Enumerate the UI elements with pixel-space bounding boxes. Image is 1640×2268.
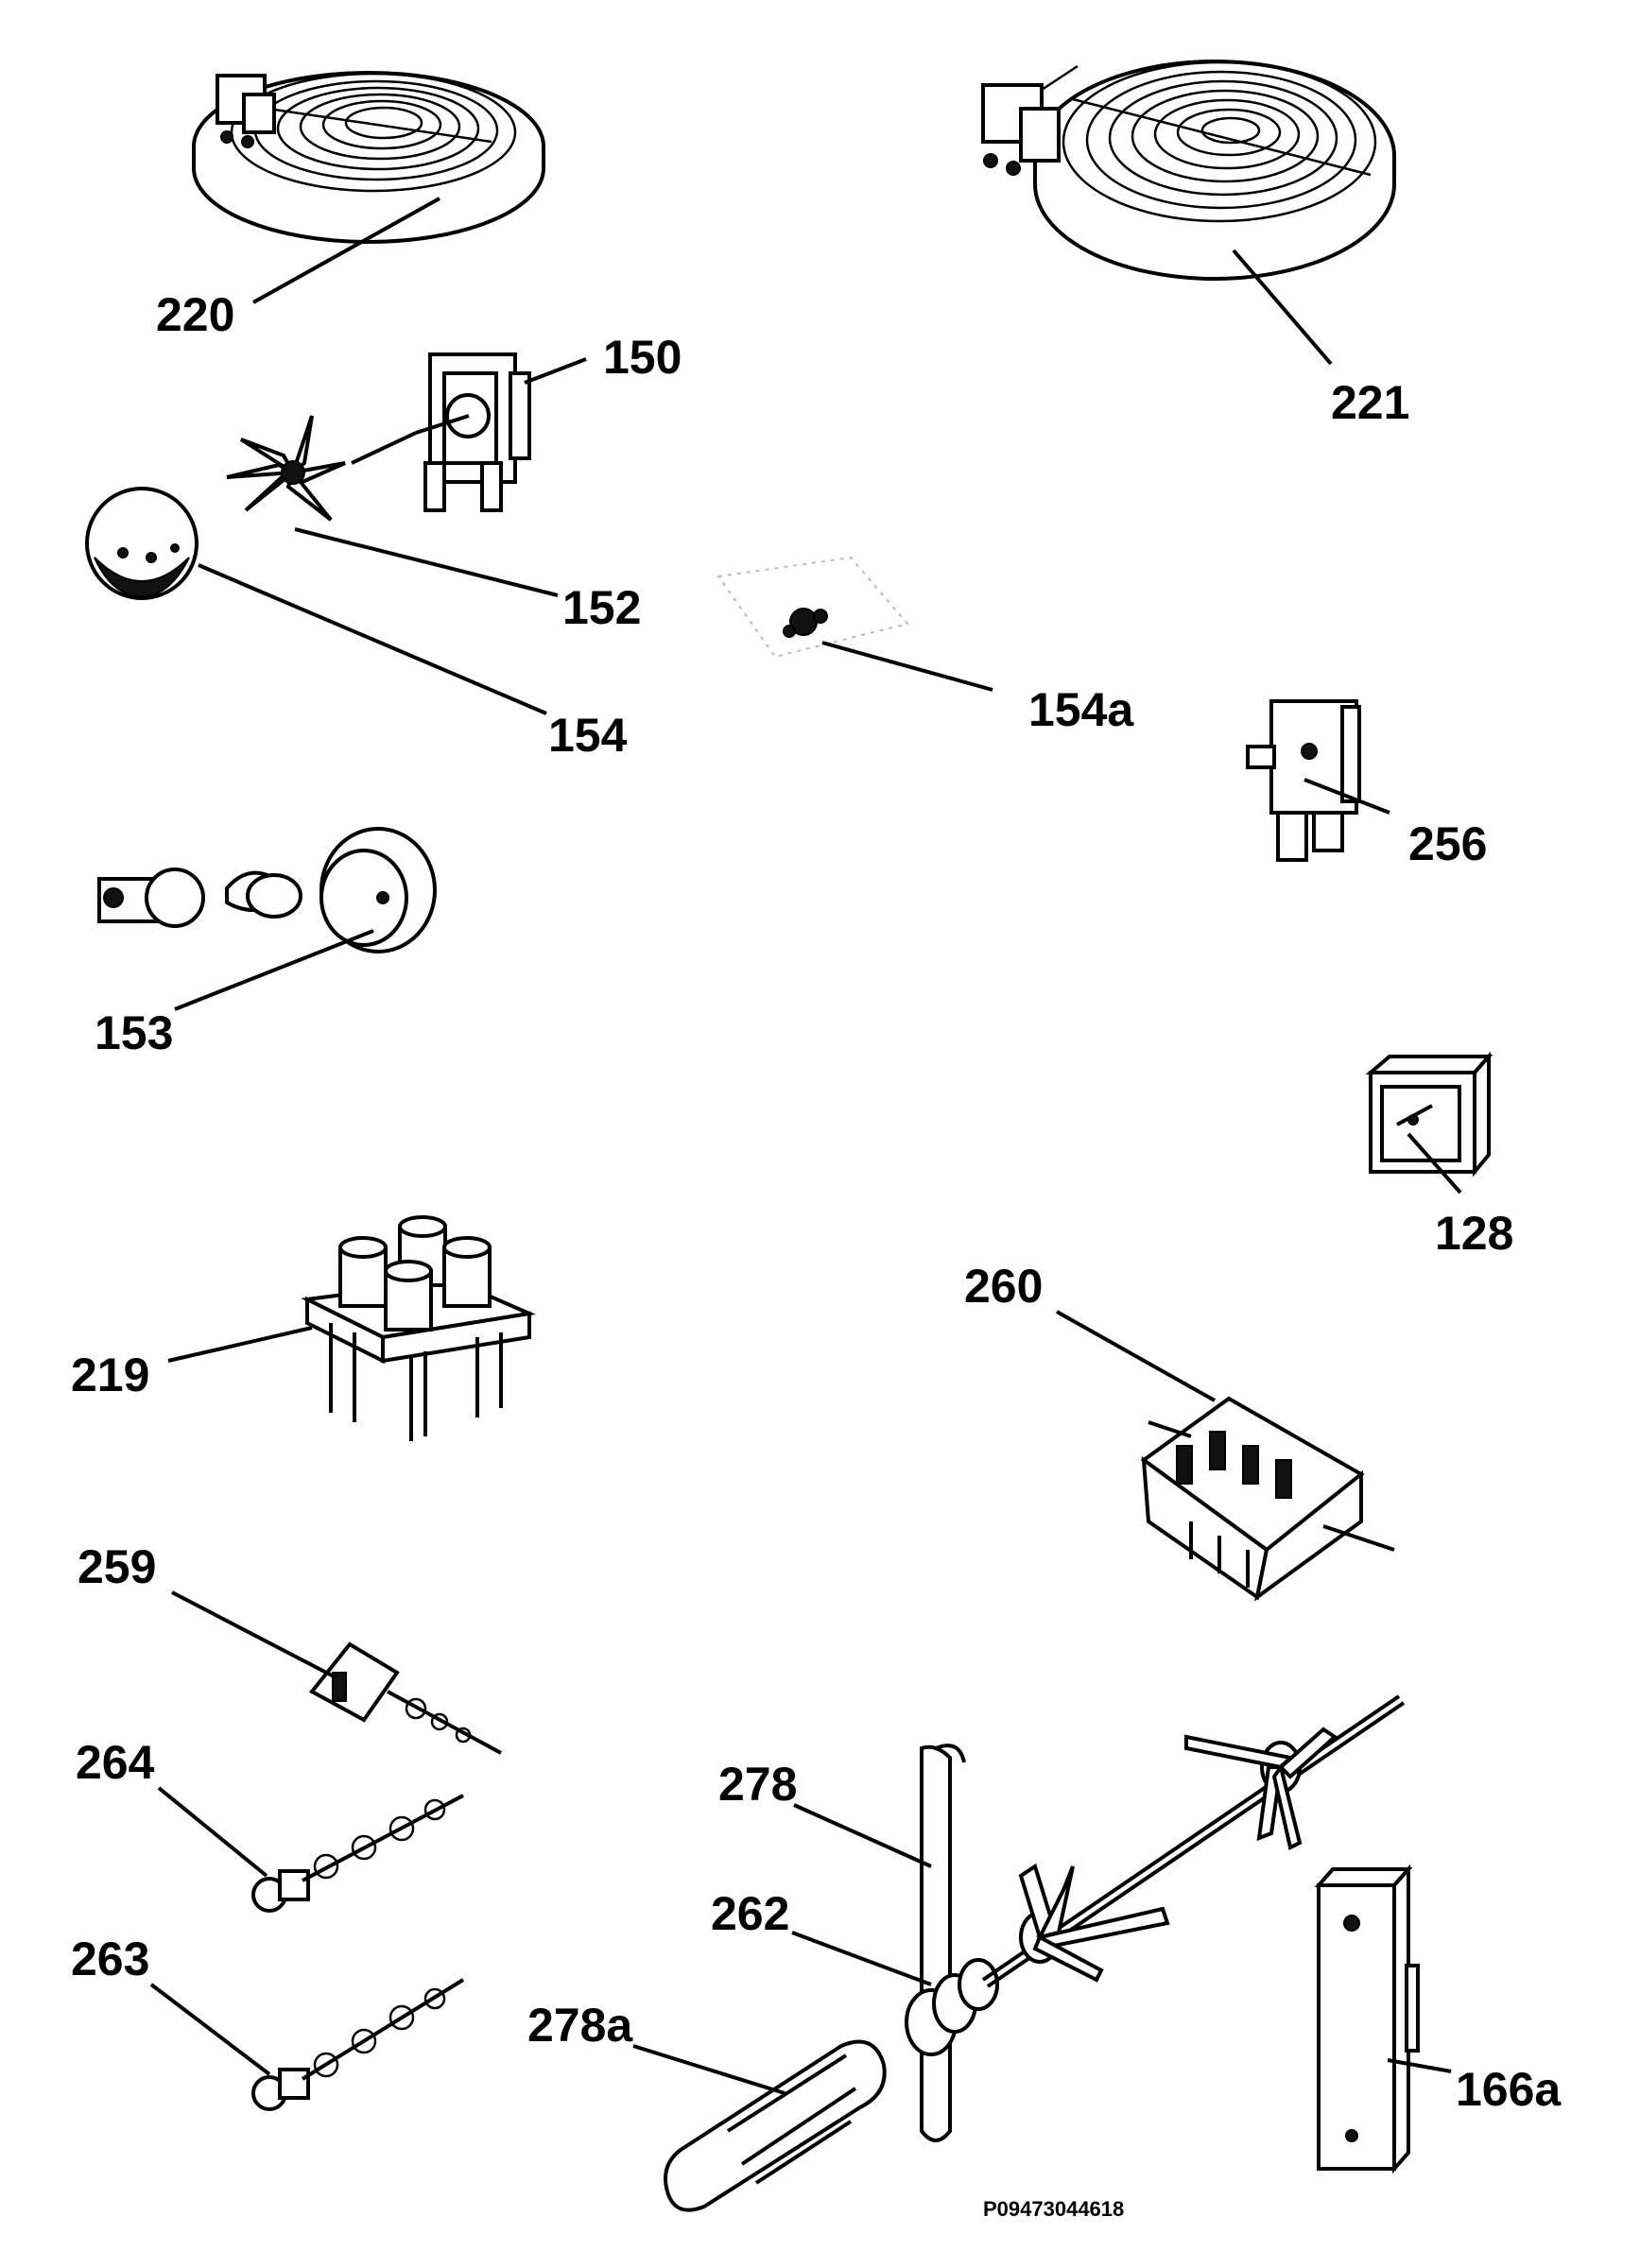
leader-264 — [157, 1786, 268, 1878]
part-221-large-hotplate — [981, 60, 1396, 281]
label-260: 260 — [964, 1260, 1043, 1313]
leader-154a — [821, 641, 993, 692]
label-221: 221 — [1331, 376, 1409, 429]
label-264: 264 — [76, 1736, 155, 1789]
part-256-thermostat — [1246, 699, 1361, 862]
label-278a: 278a — [527, 1999, 633, 2052]
part-263-energy-regulator — [251, 1978, 465, 2111]
leader-260 — [1056, 1310, 1216, 1402]
label-154a: 154a — [1028, 683, 1134, 736]
label-150: 150 — [603, 331, 682, 384]
part-262-rotisserie-spit — [905, 1694, 1406, 2056]
label-263: 263 — [71, 1933, 149, 1985]
leader-259 — [171, 1590, 337, 1679]
leader-152 — [294, 527, 559, 597]
part-219-indicator-block — [301, 1215, 537, 1441]
part-154a-gasket — [716, 556, 909, 659]
label-152: 152 — [562, 581, 641, 634]
label-220: 220 — [156, 288, 234, 341]
part-259-energy-regulator — [308, 1641, 502, 1755]
leader-153 — [174, 929, 374, 1011]
label-259: 259 — [78, 1540, 156, 1593]
leader-262 — [791, 1931, 932, 1986]
label-278: 278 — [718, 1758, 797, 1811]
part-128-timer-switch — [1365, 1051, 1493, 1177]
part-278a-rotisserie-handle — [664, 2039, 887, 2212]
label-166a: 166a — [1456, 2063, 1562, 2116]
part-260-selector-switch — [1140, 1396, 1395, 1602]
leader-166a — [1387, 2058, 1452, 2073]
leader-263 — [149, 1983, 271, 2076]
leader-278 — [793, 1803, 932, 1868]
leader-220 — [252, 197, 440, 304]
part-264-energy-regulator — [251, 1794, 464, 1913]
part-152-fan-blade — [226, 415, 346, 522]
label-154: 154 — [548, 709, 628, 762]
leader-278a — [632, 2044, 785, 2095]
leader-221 — [1232, 249, 1333, 366]
label-256: 256 — [1408, 817, 1487, 870]
label-153: 153 — [95, 1006, 173, 1059]
leader-154 — [198, 563, 547, 715]
label-128: 128 — [1435, 1207, 1513, 1260]
part-278-rotisserie-bracket — [920, 1744, 966, 2142]
part-150-fan-motor — [351, 352, 531, 512]
leader-128 — [1407, 1132, 1462, 1194]
part-220-small-hotplate — [192, 71, 545, 244]
label-219: 219 — [71, 1349, 149, 1401]
label-262: 262 — [711, 1887, 789, 1940]
reference-code: P09473044618 — [983, 2197, 1124, 2221]
leader-219 — [167, 1326, 313, 1363]
leader-150 — [524, 357, 587, 385]
part-166a-door-switch — [1314, 1864, 1420, 2174]
part-154-lamp-glass — [85, 487, 199, 600]
leader-256 — [1303, 778, 1390, 815]
part-153-lamp-assembly — [97, 827, 437, 954]
